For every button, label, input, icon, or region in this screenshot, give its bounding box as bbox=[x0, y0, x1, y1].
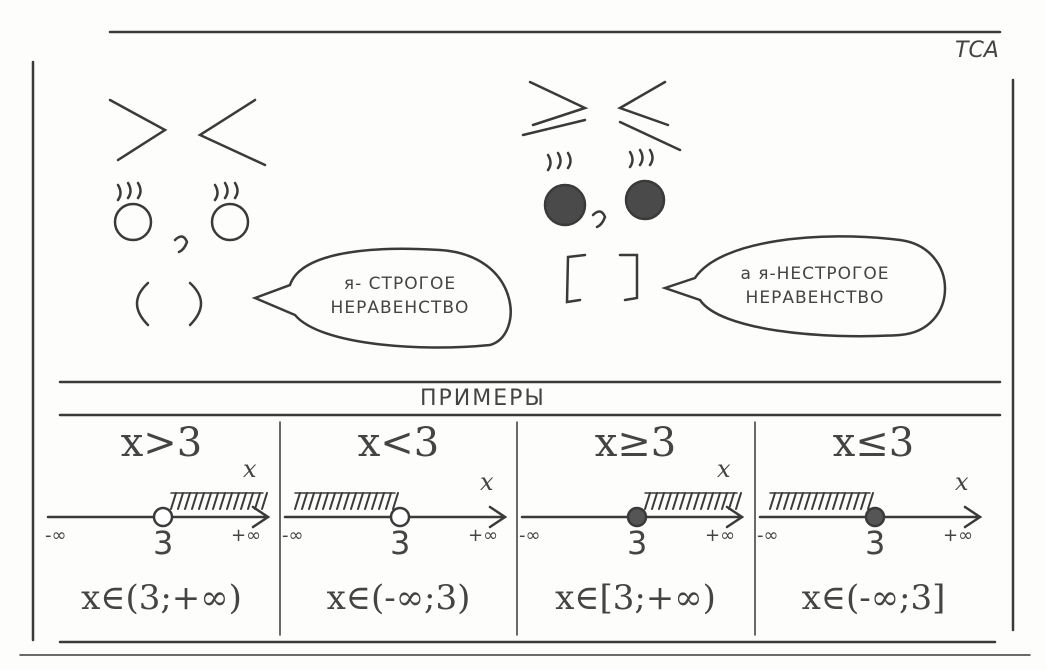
strict-face bbox=[108, 98, 512, 349]
open-eye-icon bbox=[210, 202, 250, 242]
bubble-line: а я-НЕСТРОГОЕ bbox=[740, 264, 890, 284]
open-point-icon bbox=[152, 506, 174, 528]
neg-infinity-label: -∞ bbox=[519, 525, 541, 546]
bubble-left-text: я- СТРОГОЕ НЕРАВЕНСТВО bbox=[300, 272, 500, 320]
arrow-icon bbox=[251, 505, 271, 529]
shading-hatch bbox=[294, 492, 399, 510]
bubble-right-text: а я-НЕСТРОГОЕ НЕРАВЕНСТВО bbox=[705, 262, 925, 310]
arrow-icon bbox=[963, 505, 983, 529]
point-label: 3 bbox=[865, 524, 886, 562]
frame bbox=[19, 30, 1031, 656]
axis-label: x bbox=[955, 468, 969, 496]
axis-label: x bbox=[243, 455, 257, 483]
axis-label: x bbox=[717, 455, 731, 483]
open-point-icon bbox=[389, 506, 411, 528]
shading-hatch bbox=[644, 492, 742, 510]
filled-eye-icon bbox=[543, 183, 587, 227]
examples-heading: ПРИМЕРЫ bbox=[420, 386, 546, 411]
inequality-title: x≤3 bbox=[832, 420, 915, 466]
arrow-icon bbox=[488, 505, 508, 529]
inequality-title: x>3 bbox=[120, 420, 203, 466]
closed-point-icon bbox=[864, 506, 886, 528]
closed-point-icon bbox=[626, 506, 648, 528]
nose-icon bbox=[173, 235, 189, 254]
interval-notation: x∈(-∞;3) bbox=[326, 578, 471, 618]
brow-greater-icon bbox=[108, 98, 168, 162]
interval-notation: x∈(3;+∞) bbox=[81, 578, 242, 618]
bubble-line: НЕРАВЕНСТВО bbox=[745, 288, 885, 308]
axis-label: x bbox=[480, 468, 494, 496]
speech-bubble-right bbox=[661, 235, 947, 338]
pos-infinity-label: +∞ bbox=[468, 525, 499, 546]
arrow-icon bbox=[725, 505, 745, 529]
neg-infinity-label: -∞ bbox=[757, 525, 779, 546]
shading-hatch bbox=[170, 492, 268, 510]
interval-notation: x∈[3;+∞) bbox=[555, 578, 716, 618]
pos-infinity-label: +∞ bbox=[943, 525, 974, 546]
bubble-line: НЕРАВЕНСТВО bbox=[330, 298, 470, 318]
pos-infinity-label: +∞ bbox=[231, 525, 262, 546]
filled-eye-icon bbox=[624, 179, 666, 221]
point-label: 3 bbox=[390, 524, 411, 562]
inequality-title: x≥3 bbox=[594, 420, 677, 466]
brow-less-icon bbox=[197, 98, 267, 167]
point-label: 3 bbox=[153, 524, 174, 562]
steam-icon bbox=[116, 181, 239, 202]
mouth-brackets-icon bbox=[565, 253, 639, 304]
interval-notation: x∈(-∞;3] bbox=[801, 578, 946, 618]
neg-infinity-label: -∞ bbox=[282, 525, 304, 546]
mouth-parens-icon bbox=[135, 281, 203, 327]
neg-infinity-label: -∞ bbox=[45, 525, 67, 546]
brow-geq-icon bbox=[528, 80, 589, 127]
open-eye-icon bbox=[113, 202, 153, 242]
pos-infinity-label: +∞ bbox=[705, 525, 736, 546]
steam-icon bbox=[546, 148, 654, 172]
shading-hatch bbox=[769, 492, 874, 510]
speech-bubble-left bbox=[251, 247, 512, 349]
signature: TCA bbox=[955, 38, 999, 63]
nose-icon bbox=[591, 210, 607, 229]
bubble-line: я- СТРОГОЕ bbox=[343, 274, 457, 294]
brow-leq-icon bbox=[617, 80, 670, 127]
point-label: 3 bbox=[627, 524, 648, 562]
inequality-title: x<3 bbox=[357, 420, 440, 466]
nonstrict-face bbox=[521, 80, 947, 338]
number-lines bbox=[46, 492, 983, 529]
